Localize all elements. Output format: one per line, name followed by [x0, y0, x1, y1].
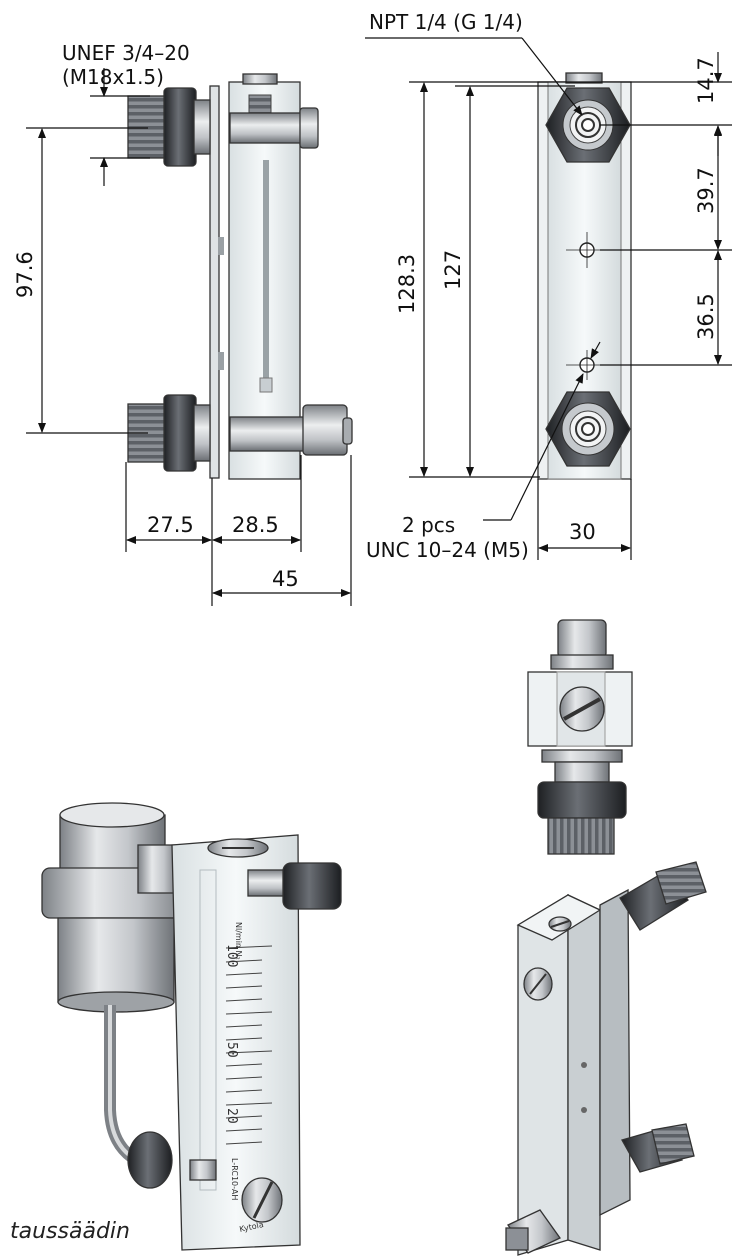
dim-body-left: 27.5	[147, 513, 194, 537]
side-view	[26, 68, 353, 606]
needle-valve-knob	[282, 862, 342, 910]
mount-qty-label: 2 pcs	[402, 513, 455, 537]
mount-thread-label: UNC 10–24 (M5)	[366, 538, 529, 562]
dim-overall-depth: 45	[272, 567, 299, 591]
flowmeter-photo: Nl/min N₂ 100 50 20 L-RC10-AH Kytola	[41, 802, 342, 1251]
dim-lower-spacing: 36.5	[694, 293, 718, 340]
scale-mark-20: 20	[224, 1108, 239, 1124]
meter-scale-ticks	[225, 945, 273, 1145]
scale-mark-100: 100	[224, 944, 239, 967]
unef-thread-label: UNEF 3/4–20	[62, 41, 190, 65]
dim-port-spacing: 97.6	[13, 251, 37, 298]
mounting-plate	[209, 85, 220, 479]
scale-mark-50: 50	[224, 1042, 239, 1058]
meter-acrylic-body	[171, 834, 301, 1251]
valve-detail-render	[527, 619, 633, 855]
dim-upper-spacing: 39.7	[694, 167, 718, 214]
meter-model-label: L-RC10-AH	[230, 1158, 239, 1200]
dim-top-offset: 14.7	[694, 57, 718, 104]
dim-body-right: 28.5	[232, 513, 279, 537]
unef-metric-label: (M18x1.5)	[62, 65, 164, 89]
front-view	[365, 37, 732, 560]
dim-overall-height: 128.3	[395, 254, 419, 314]
dim-body-height: 127	[441, 250, 465, 290]
dim-width: 30	[569, 520, 596, 544]
bottom-outlet	[229, 416, 306, 452]
npt-port-label: NPT 1/4 (G 1/4)	[369, 10, 523, 34]
photo-caption: taussäädin	[10, 1219, 130, 1244]
top-fitting	[127, 87, 211, 167]
bottom-port-hex	[545, 391, 631, 467]
meter-unit-label: Nl/min N₂	[234, 922, 243, 960]
isometric-render	[505, 861, 707, 1256]
